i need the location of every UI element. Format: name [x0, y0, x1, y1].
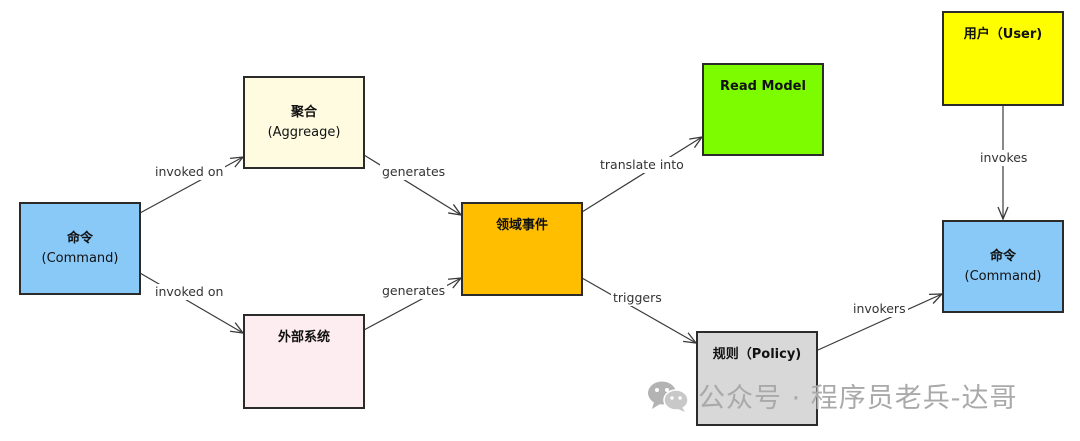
- edge-label-aggregate-to-event: generates: [380, 164, 448, 180]
- node-aggregate: 聚合 (Aggreage): [243, 76, 365, 169]
- node-aggregate-title: 聚合: [290, 104, 317, 120]
- node-policy-title: 规则（Policy): [712, 347, 802, 362]
- node-external-system: 外部系统: [243, 314, 365, 409]
- edge-label-policy-to-command: invokers: [851, 301, 908, 317]
- node-user: 用户（User): [942, 11, 1064, 106]
- node-command-right-title: 命令: [989, 248, 1016, 264]
- edge-label-event-to-readmodel: translate into: [598, 157, 686, 173]
- watermark: 公众号 · 程序员老兵-达哥: [646, 376, 1018, 415]
- edge-label-external-to-event: generates: [380, 283, 448, 299]
- node-read-model: Read Model: [702, 63, 824, 156]
- node-user-title: 用户（User): [963, 27, 1043, 42]
- edge-label-cmd-to-aggregate: invoked on: [153, 164, 226, 180]
- edge-cmd-to-aggregate: [139, 157, 243, 214]
- node-external-system-title: 外部系统: [277, 330, 330, 345]
- edge-event-to-policy: [581, 277, 696, 343]
- node-command-right-subtitle: (Command): [964, 268, 1042, 284]
- node-command-left-subtitle: (Command): [41, 250, 119, 266]
- watermark-text: 公众号 · 程序员老兵-达哥: [698, 383, 1018, 414]
- edge-label-user-to-command: invokes: [978, 150, 1030, 166]
- wechat-icon: [648, 381, 689, 412]
- node-read-model-title: Read Model: [720, 79, 806, 94]
- node-domain-event-title: 领域事件: [495, 218, 548, 233]
- node-aggregate-subtitle: (Aggreage): [267, 124, 341, 140]
- node-command-right: 命令 (Command): [942, 220, 1064, 313]
- edge-event-to-readmodel: [581, 137, 702, 213]
- edge-label-event-to-policy: triggers: [611, 290, 664, 306]
- edge-policy-to-command: [817, 294, 942, 351]
- node-domain-event: 领域事件: [461, 202, 583, 296]
- edge-label-cmd-to-external: invoked on: [153, 284, 226, 300]
- node-command-left: 命令 (Command): [19, 202, 141, 295]
- node-command-left-title: 命令: [66, 230, 93, 246]
- edge-cmd-to-external: [139, 272, 243, 333]
- node-policy: 规则（Policy): [696, 331, 818, 426]
